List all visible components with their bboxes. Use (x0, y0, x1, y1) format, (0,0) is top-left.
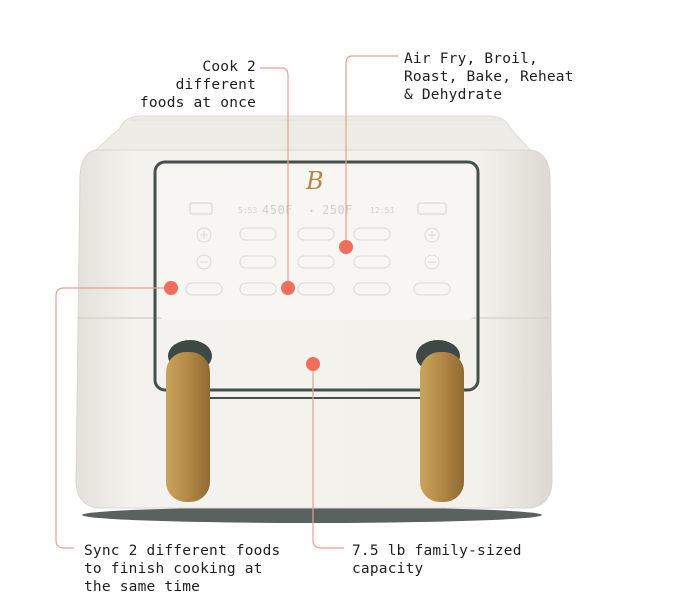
right-handle[interactable] (416, 340, 464, 502)
leader-sync (55, 287, 170, 549)
control-panel-frame (153, 160, 480, 392)
callout-sync-foods: Sync 2 different foods to finish cooking… (84, 543, 281, 595)
callout-capacity: 7.5 lb family-sized capacity (352, 543, 522, 577)
callout-cook-two-foods: Cook 2 different foods at once (139, 59, 256, 111)
svg-text:5:53: 5:53 (238, 206, 257, 215)
svg-text:✦: ✦ (309, 206, 314, 215)
callout-cooking-modes: Air Fry, Broil, Roast, Bake, Reheat & De… (404, 51, 574, 103)
left-power-icon[interactable] (189, 202, 213, 215)
display-right-temp: 250F (322, 203, 353, 217)
leader-cook-two (260, 67, 289, 288)
brand-logo: B (305, 167, 324, 195)
left-handle[interactable] (166, 340, 212, 502)
right-power-icon[interactable] (417, 202, 447, 215)
leader-modes (345, 55, 398, 246)
control-buttons (185, 227, 451, 296)
marker-dot-cook-two (281, 281, 295, 295)
display-left-temp: 450F (262, 203, 293, 217)
marker-dot-modes (339, 240, 353, 254)
leader-capacity (312, 364, 344, 549)
marker-dot-sync (164, 281, 178, 295)
base-shadow (82, 507, 542, 523)
fryer-lid (94, 115, 532, 151)
marker-dot-capacity (306, 357, 320, 371)
svg-text:12:53: 12:53 (370, 206, 394, 215)
